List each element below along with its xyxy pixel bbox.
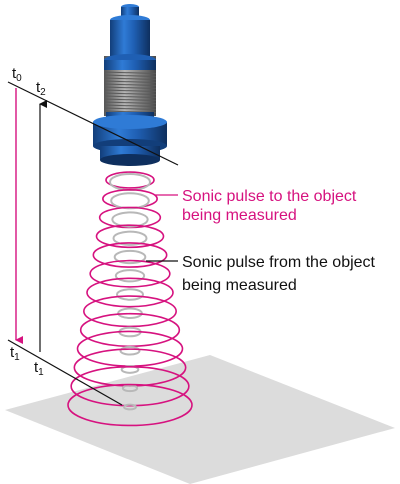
pulse-from-object-ring bbox=[123, 403, 137, 411]
pulse-from-object-ring bbox=[112, 230, 148, 246]
thread-line bbox=[103, 107, 157, 110]
thread-line bbox=[103, 95, 157, 98]
pulse-to-object-ring bbox=[86, 277, 174, 308]
pulse-to-object-ring bbox=[95, 224, 165, 249]
thread-line bbox=[103, 74, 157, 77]
to-object-label-line1: Sonic pulse to the object bbox=[182, 188, 357, 205]
sonic-pulse-rings bbox=[67, 171, 193, 427]
pulse-to-object-ring bbox=[67, 383, 193, 427]
pulse-to-object-ring bbox=[89, 259, 171, 288]
pulse-to-object-ring bbox=[83, 295, 177, 328]
t1-right-label: t1 bbox=[34, 359, 44, 378]
pulse-from-object-ring bbox=[121, 384, 139, 393]
pulse-to-object-ring bbox=[92, 242, 168, 268]
pulse-from-object-ring bbox=[116, 288, 144, 301]
pulse-to-object-ring bbox=[70, 366, 190, 407]
thread-line bbox=[103, 98, 157, 101]
thread-line bbox=[103, 77, 157, 80]
pulse-from-object-ring bbox=[119, 345, 141, 356]
pulse-from-object-ring bbox=[117, 307, 143, 319]
pulse-from-object-ring bbox=[114, 269, 146, 283]
floor-plane bbox=[5, 355, 395, 484]
pulse-from-object-ring bbox=[113, 249, 147, 265]
thread-line bbox=[103, 89, 157, 92]
thread-line bbox=[103, 80, 157, 83]
time-line-top bbox=[7, 81, 179, 166]
t0-label: t0 bbox=[12, 65, 22, 84]
to-object-label-line2: being measured bbox=[182, 207, 297, 224]
thread-line bbox=[103, 101, 157, 104]
pulse-to-object-ring bbox=[105, 171, 155, 189]
thread-line bbox=[103, 92, 157, 95]
from-object-label-line1: Sonic pulse from the object bbox=[182, 254, 376, 271]
time-line-bottom bbox=[7, 339, 123, 406]
thread-line bbox=[103, 104, 157, 107]
pulse-from-object-ring bbox=[110, 192, 150, 210]
ultrasonic-sensor-icon bbox=[93, 4, 167, 166]
thread-line bbox=[103, 71, 157, 74]
thread-line bbox=[103, 86, 157, 89]
t1-left-label: t1 bbox=[10, 344, 20, 363]
thread-line bbox=[103, 83, 157, 86]
t2-label: t2 bbox=[36, 79, 46, 98]
pulse-from-object-ring bbox=[111, 211, 149, 228]
from-object-label-line2: being measured bbox=[182, 277, 297, 294]
